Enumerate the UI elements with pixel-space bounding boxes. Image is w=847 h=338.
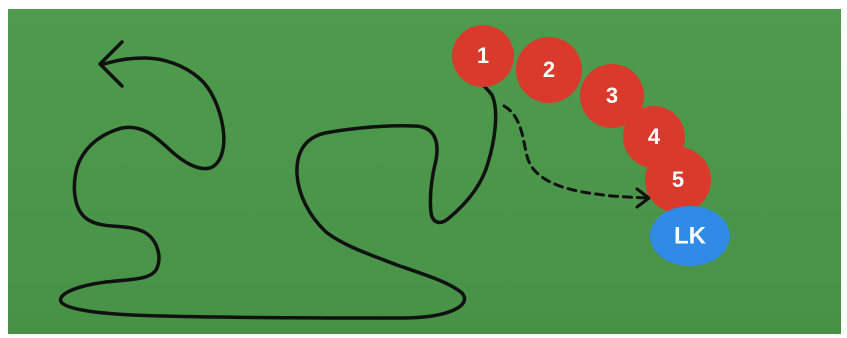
- player-2[interactable]: 2: [516, 37, 582, 103]
- player-3-label: 3: [606, 83, 618, 108]
- player-2-label: 2: [543, 57, 555, 82]
- player-1[interactable]: 1: [452, 25, 514, 87]
- movement-path-line: [61, 58, 496, 318]
- lk-player[interactable]: LK: [650, 206, 730, 266]
- lk-label: LK: [674, 222, 707, 249]
- player-chain: 1 2 3 4 5: [452, 25, 711, 213]
- player-5[interactable]: 5: [645, 147, 711, 213]
- player-1-label: 1: [477, 43, 489, 68]
- player-4-label: 4: [648, 124, 661, 149]
- player-5-label: 5: [672, 167, 684, 192]
